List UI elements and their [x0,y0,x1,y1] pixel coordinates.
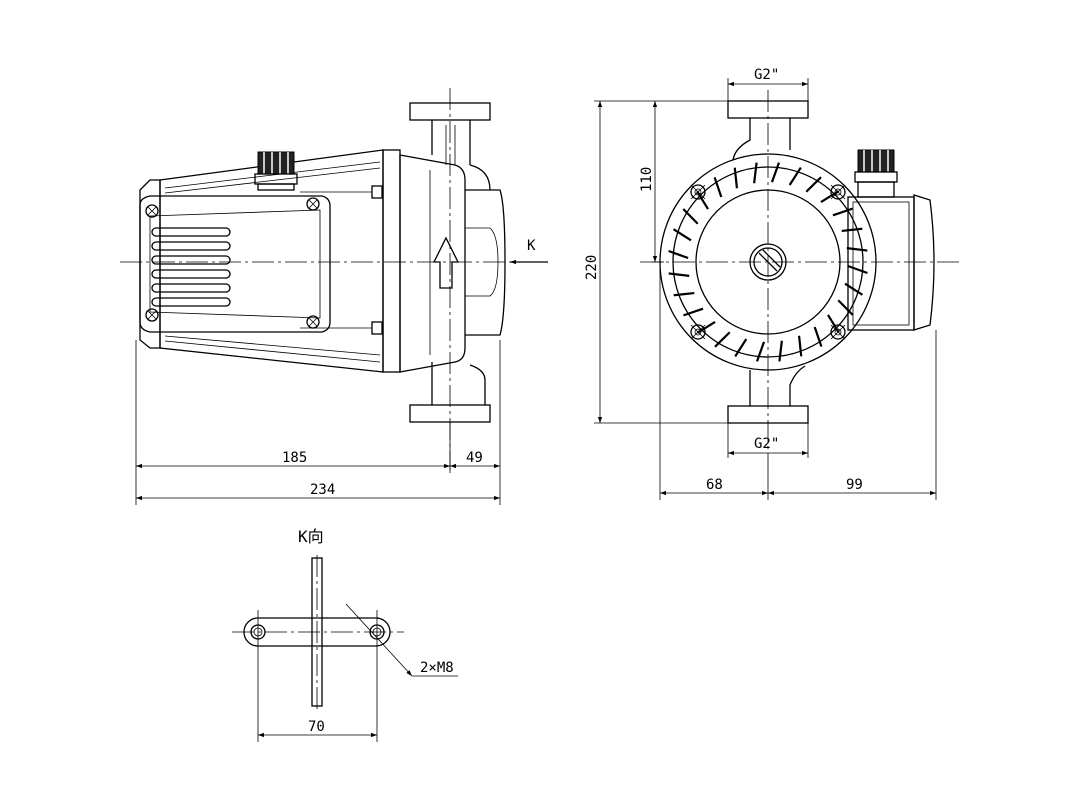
bolt [371,321,383,335]
housing-rib [797,335,803,357]
flange-top [409,102,491,121]
front-flange-bottom [727,405,809,424]
dim-220: 220 [584,255,600,280]
bolt [371,185,383,199]
housing-rib [778,340,783,362]
housing-rib [753,162,758,184]
housing-bolts [690,184,846,340]
front-terminal-box [847,196,915,331]
housing-rib [734,338,748,358]
terminal-box [139,195,331,333]
housing-rib [672,228,692,242]
pump-face [695,189,841,335]
front-pipe-top [732,118,791,161]
housing-rib [714,331,731,348]
housing-rib [673,291,695,297]
vent-slots [151,227,231,307]
volute [465,189,506,336]
housing-rib [668,272,690,277]
housing-rib [827,314,840,334]
dim-70: 70 [308,719,325,735]
dim-185: 185 [282,450,307,466]
housing-rib [733,167,739,189]
side-view: K [120,88,548,470]
front-view-dimensions: G2" G2" 220 110 68 99 [584,67,937,500]
housing-rib [682,208,699,225]
housing-rib [696,190,709,210]
housing-rib [770,162,781,183]
center-plug [749,243,787,281]
pipe-top [431,120,491,191]
housing-rib [820,190,840,203]
pump-casing [399,154,466,373]
housing-rib [683,307,704,317]
flow-arrow-icon [432,236,460,289]
side-view-dimensions: 185 49 234 [135,340,501,505]
port-label-bottom: G2" [754,436,779,452]
front-cable-gland [854,149,898,198]
housing-rib [813,326,823,347]
dim-49: 49 [466,450,483,466]
k-view-label: K [527,238,536,254]
k-view-lug-plate [243,617,391,647]
dim-110: 110 [639,167,655,192]
housing-rib [755,341,766,362]
pipe-bottom [431,362,486,405]
cooling-fin [164,335,381,356]
pump-flange-plate [382,149,401,373]
housing-rib [841,227,863,233]
bolt-spec-label: 2×M8 [420,660,454,676]
dim-68: 68 [706,477,723,493]
housing-rib [696,321,716,334]
front-pipe-bottom [749,365,806,406]
terminal-box-cover [149,209,321,319]
front-view [640,90,960,470]
housing-ribs [668,162,868,362]
port-label-top: G2" [754,67,779,83]
housing-rib [832,207,853,217]
housing-rib [847,264,868,275]
pump-inner-ring [672,166,864,358]
cable-gland [254,151,298,191]
k-view-title: K向 [298,527,324,546]
cooling-fin [164,340,381,363]
housing-rib [846,247,868,252]
cooling-fin [164,161,381,189]
housing-rib [837,299,854,316]
dim-99: 99 [846,477,863,493]
housing-rib [713,177,723,198]
housing-rib [668,249,689,260]
housing-rib [805,176,822,193]
housing-rib [788,166,802,186]
k-view: K向 2×M8 70 [232,527,458,742]
cover-screws [145,197,320,329]
dim-234: 234 [310,482,335,498]
cooling-fin [164,167,381,194]
front-flange-top [727,100,809,119]
